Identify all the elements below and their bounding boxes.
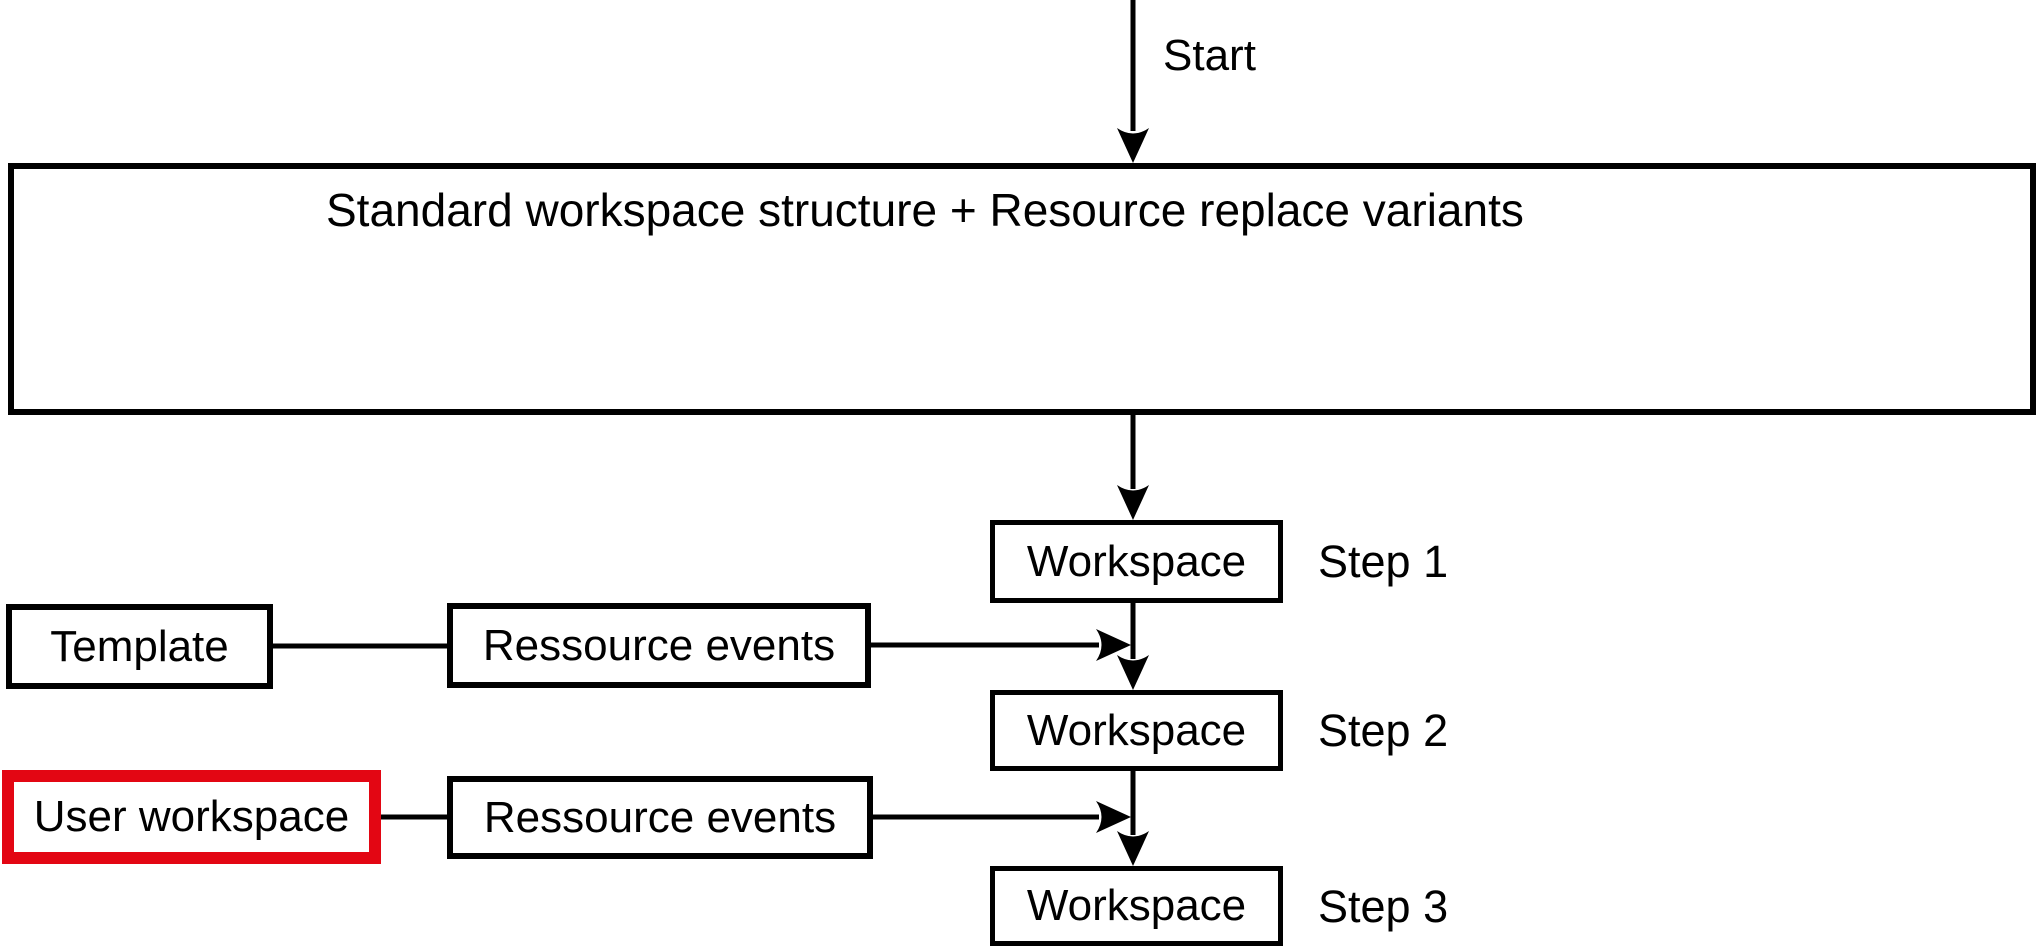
- ressource-events-box-2: Ressource events: [447, 776, 873, 859]
- arrow-step2-to-step3: [1117, 771, 1149, 866]
- main-box: Standard workspace structure + Resource …: [8, 163, 2036, 415]
- arrow-step1-to-step2: [1117, 603, 1149, 690]
- workspace-box-step3: Workspace: [990, 866, 1283, 946]
- workspace-box-step2: Workspace: [990, 690, 1283, 771]
- workspace-box-step2-label: Workspace: [1026, 705, 1247, 755]
- ressource-events-box-2-label: Ressource events: [483, 792, 837, 842]
- workspace-box-step1-label: Workspace: [1026, 536, 1247, 586]
- main-box-title: Standard workspace structure + Resource …: [326, 184, 1524, 236]
- start-label: Start: [1163, 31, 1256, 80]
- ressource-events-box-1: Ressource events: [447, 603, 871, 688]
- step1-label: Step 1: [1318, 536, 1449, 587]
- start-arrow: [1117, 0, 1149, 163]
- ressource-events-box-1-label: Ressource events: [482, 620, 836, 670]
- user-workspace-box: User workspace: [2, 770, 381, 864]
- user-workspace-box-label: User workspace: [33, 792, 350, 841]
- template-box-label: Template: [50, 621, 229, 671]
- step2-label: Step 2: [1318, 705, 1449, 756]
- arrow-events2-to-spine: [873, 801, 1131, 833]
- workspace-box-step3-label: Workspace: [1026, 881, 1247, 930]
- arrow-main-to-step1: [1117, 415, 1149, 520]
- step3-label: Step 3: [1318, 880, 1449, 932]
- template-box: Template: [6, 604, 273, 689]
- workspace-box-step1: Workspace: [990, 520, 1283, 603]
- arrow-events1-to-spine: [871, 629, 1131, 661]
